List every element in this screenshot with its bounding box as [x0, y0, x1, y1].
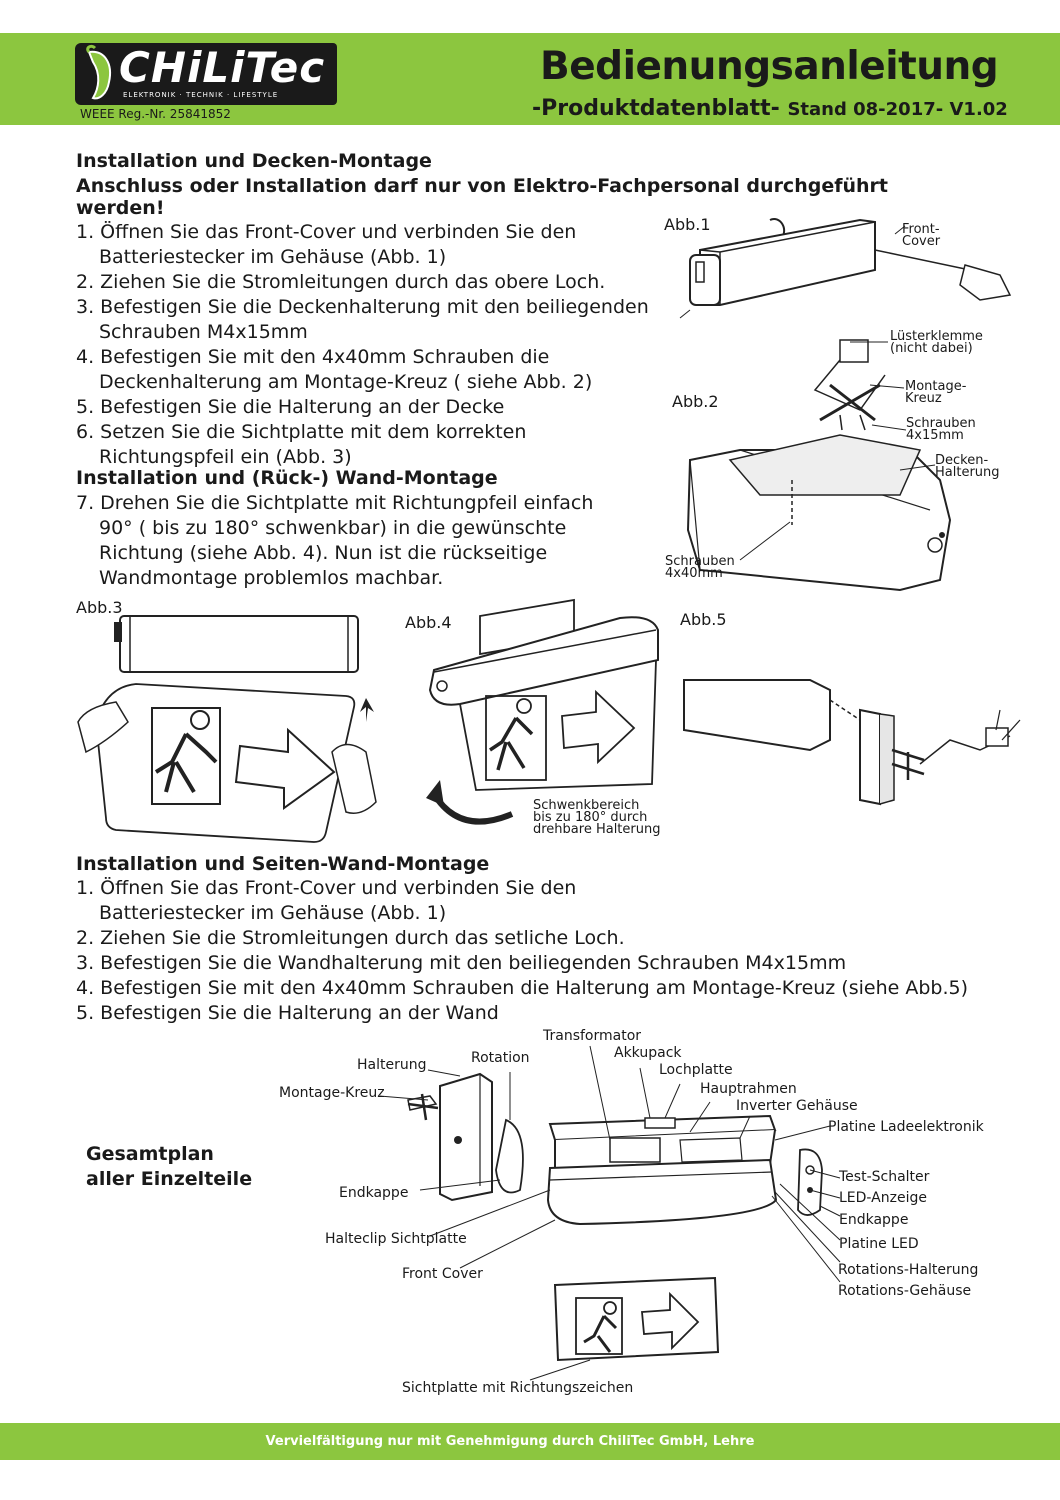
label-akkupack: Akkupack — [614, 1045, 682, 1061]
weee-registration: WEEE Reg.-Nr. 25841852 — [80, 107, 231, 121]
abb1-label: Abb.1 — [664, 215, 711, 234]
section-heading-seiten-wand: Installation und Seiten-Wand-Montage — [76, 853, 490, 875]
label-rotations-gehaeuse: Rotations-Gehäuse — [838, 1283, 972, 1299]
list-item: Wandmontage problemlos machbar. — [99, 567, 444, 589]
abb2-illustration — [686, 339, 952, 592]
abb3-illustration — [77, 615, 377, 843]
abb4-illustration — [426, 598, 659, 825]
label-line: Front- — [902, 222, 940, 237]
abb1-illustration — [679, 218, 1012, 319]
chili-icon — [86, 44, 111, 100]
label-lochplatte: Lochplatte — [659, 1062, 733, 1078]
page-subtitle: -Produktdatenblatt- Stand 08-2017- V1.02 — [532, 96, 1008, 121]
label-endkappe-left: Endkappe — [339, 1185, 409, 1201]
label-line: 4x15mm — [906, 428, 964, 443]
step-list-1: 1. Öffnen Sie das Front-Cover und verbin… — [76, 220, 649, 470]
list-item: 90° ( bis zu 180° schwenkbar) in die gew… — [99, 517, 567, 539]
abb2-schrauben-4x15-label: Schrauben 4x15mm — [906, 416, 976, 443]
label-line: Kreuz — [905, 391, 942, 406]
label-line: Lüsterklemme — [890, 329, 983, 344]
list-item: 1. Öffnen Sie das Front-Cover und verbin… — [76, 877, 577, 899]
footer-bar: Vervielfältigung nur mit Genehmigung dur… — [0, 1423, 1060, 1460]
list-item: 4. Befestigen Sie mit den 4x40mm Schraub… — [76, 977, 969, 999]
exploded-view-illustration — [379, 1045, 841, 1381]
label-hauptrahmen: Hauptrahmen — [700, 1081, 797, 1097]
list-item: 5. Befestigen Sie die Halterung an der W… — [76, 1002, 499, 1024]
list-item: 5. Befestigen Sie die Halterung an der D… — [76, 396, 505, 418]
step-list-2: 7. Drehen Sie die Sichtplatte mit Richtu… — [76, 491, 593, 591]
logo-tagline: ELEKTRONIK · TECHNIK · LIFESTYLE — [123, 91, 279, 99]
label-platine-led: Platine LED — [839, 1236, 919, 1252]
label-rotation: Rotation — [471, 1050, 530, 1066]
label-line: Montage- — [905, 379, 967, 394]
label-halteclip: Halteclip Sichtplatte — [325, 1231, 467, 1247]
list-item: 3. Befestigen Sie die Deckenhalterung mi… — [76, 296, 649, 318]
abb2-montage-kreuz-label: Montage- Kreuz — [905, 379, 967, 406]
step-list-3: 1. Öffnen Sie das Front-Cover und verbin… — [76, 876, 968, 1026]
list-item: 6. Setzen Sie die Sichtplatte mit dem ko… — [76, 421, 527, 443]
abb1-front-cover-label: Front- Cover — [902, 222, 941, 249]
list-item: 2. Ziehen Sie die Stromleitungen durch d… — [76, 927, 625, 949]
label-line: drehbare Halterung — [533, 822, 661, 837]
list-item: 7. Drehen Sie die Sichtplatte mit Richtu… — [76, 492, 594, 514]
subtitle-text: -Produktdatenblatt- — [532, 96, 780, 121]
label-transformator: Transformator — [543, 1028, 642, 1044]
list-item: 4. Befestigen Sie mit den 4x40mm Schraub… — [76, 346, 550, 368]
label-inverter: Inverter Gehäuse — [736, 1098, 858, 1114]
label-line: bis zu 180° durch — [533, 810, 648, 825]
label-line: Schrauben — [665, 554, 735, 569]
version-stand: Stand 08-2017- V1.02 — [787, 99, 1008, 120]
section-heading-wand: Installation und (Rück-) Wand-Montage — [76, 467, 498, 489]
list-item: Richtungspfeil ein (Abb. 3) — [99, 446, 352, 468]
label-line: Schwenkbereich — [533, 798, 640, 813]
logo-wordmark: CHiLiTec — [119, 43, 326, 92]
abb5-illustration — [683, 679, 1021, 806]
label-test-schalter: Test-Schalter — [839, 1169, 930, 1185]
gesamtplan-title-line: Gesamtplan — [86, 1143, 214, 1165]
abb2-decken-halterung-label: Decken- Halterung — [935, 453, 1000, 480]
label-endkappe-right: Endkappe — [839, 1212, 909, 1228]
label-halterung: Halterung — [357, 1057, 427, 1073]
list-item: Batteriestecker im Gehäuse (Abb. 1) — [99, 246, 447, 268]
label-line: Cover — [902, 234, 941, 249]
label-platine-lade: Platine Ladeelektronik — [828, 1119, 984, 1135]
label-line: Decken- — [935, 453, 989, 468]
list-item: Batteriestecker im Gehäuse (Abb. 1) — [99, 902, 447, 924]
list-item: Deckenhalterung am Montage-Kreuz ( siehe… — [99, 371, 593, 393]
label-line: Halterung — [935, 465, 1000, 480]
abb4-label: Abb.4 — [405, 613, 452, 632]
label-line: Schrauben — [906, 416, 976, 431]
gesamtplan-title-line: aller Einzelteile — [86, 1168, 253, 1190]
footer-text: Vervielfältigung nur mit Genehmigung dur… — [265, 1434, 755, 1449]
label-led-anzeige: LED-Anzeige — [839, 1190, 927, 1206]
warning-line-2: werden! — [76, 197, 165, 219]
section-heading-decken: Installation und Decken-Montage — [76, 150, 432, 172]
label-montage-kreuz: Montage-Kreuz — [279, 1085, 385, 1101]
label-front-cover: Front Cover — [402, 1266, 483, 1282]
label-rotations-halterung: Rotations-Halterung — [838, 1262, 979, 1278]
label-line: (nicht dabei) — [890, 341, 973, 356]
abb4-schwenkbereich-label: Schwenkbereich bis zu 180° durch drehbar… — [533, 798, 661, 837]
abb2-lusterklemme-label: Lüsterklemme (nicht dabei) — [890, 329, 983, 356]
warning-line-1: Anschluss oder Installation darf nur von… — [76, 175, 888, 197]
page-title: Bedienungsanleitung — [540, 44, 999, 89]
list-item: 1. Öffnen Sie das Front-Cover und verbin… — [76, 221, 577, 243]
label-sichtplatte: Sichtplatte mit Richtungszeichen — [402, 1380, 634, 1396]
list-item: Richtung (siehe Abb. 4). Nun ist die rüc… — [99, 542, 548, 564]
abb3-label: Abb.3 — [76, 598, 123, 617]
abb2-schrauben-4x40-label: Schrauben 4x40mm — [665, 554, 735, 581]
list-item: 2. Ziehen Sie die Stromleitungen durch d… — [76, 271, 606, 293]
abb2-label: Abb.2 — [672, 392, 719, 411]
abb5-label: Abb.5 — [680, 610, 727, 629]
chilitec-logo: CHiLiTec ELEKTRONIK · TECHNIK · LIFESTYL… — [75, 43, 337, 105]
list-item: 3. Befestigen Sie die Wandhalterung mit … — [76, 952, 847, 974]
label-line: 4x40mm — [665, 566, 723, 581]
list-item: Schrauben M4x15mm — [99, 321, 308, 343]
gesamtplan-title: Gesamtplan aller Einzelteile — [86, 1142, 252, 1192]
